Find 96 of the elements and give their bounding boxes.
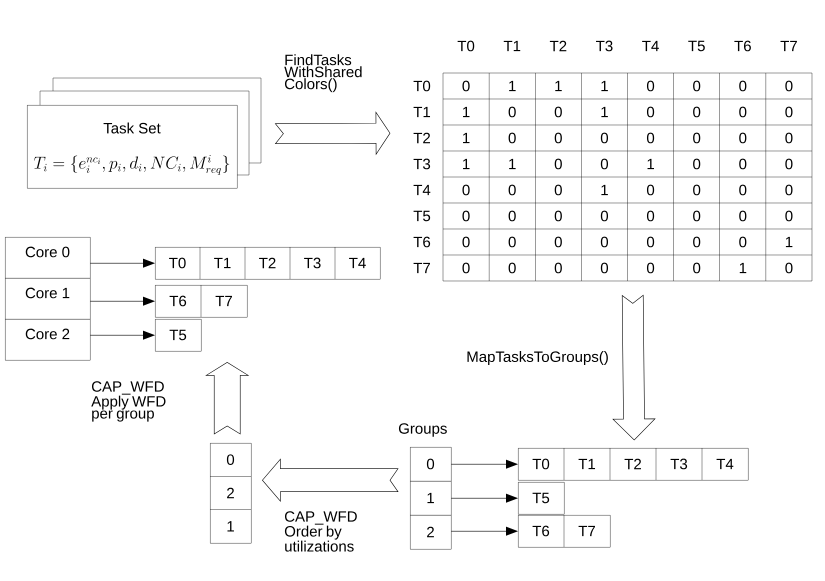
row-header: T7 xyxy=(414,262,430,274)
matrix-cell: 1 xyxy=(601,184,608,196)
group-heading: Groups xyxy=(398,423,447,437)
group-cell: 1 xyxy=(410,481,452,516)
block-arrow xyxy=(612,294,656,440)
matrix-cell: 0 xyxy=(600,236,608,248)
matrix-cell: 0 xyxy=(462,80,470,92)
matrix-cell: 1 xyxy=(463,132,470,144)
matrix-cell: 0 xyxy=(462,262,470,274)
matrix-cell: 1 xyxy=(786,236,792,248)
matrix-cell: 0 xyxy=(693,262,700,274)
matrix-cell: 0 xyxy=(646,132,654,144)
matrix-cell: 0 xyxy=(600,210,608,222)
matrix-cell: 1 xyxy=(555,80,562,92)
matrix-cell: 0 xyxy=(739,106,746,118)
matrix-cell: 0 xyxy=(785,132,793,144)
core-cell: Core 0 xyxy=(5,237,90,278)
matrix-cell: 0 xyxy=(554,210,562,222)
matrix-cell: 0 xyxy=(508,236,516,248)
block-arrow xyxy=(274,111,390,156)
matrix-cell: 0 xyxy=(785,158,793,170)
matrix-cell: 1 xyxy=(463,106,470,118)
matrix-cell: 0 xyxy=(693,80,700,92)
matrix-cell: 0 xyxy=(554,184,562,196)
edge-label: FindTasks WithShared Colors() xyxy=(284,54,362,92)
block-arrow xyxy=(205,362,250,435)
matrix-cell: 0 xyxy=(693,158,700,170)
matrix-cell: 0 xyxy=(646,262,654,274)
matrix-cell: 0 xyxy=(739,80,746,92)
matrix-cell: 0 xyxy=(785,184,793,196)
matrix-cell: 0 xyxy=(462,184,470,196)
group-cell: 0 xyxy=(410,447,452,482)
matrix-cell: 0 xyxy=(785,210,793,222)
matrix-cell: 0 xyxy=(693,236,700,248)
matrix-cell: 0 xyxy=(646,184,654,196)
matrix-cell: 0 xyxy=(600,262,608,274)
column-header: T7 xyxy=(780,40,797,52)
matrix-cell: 0 xyxy=(646,80,654,92)
matrix-cell: 0 xyxy=(508,184,516,196)
matrix-cell: 1 xyxy=(509,80,516,92)
matrix-cell: 0 xyxy=(462,236,470,248)
matrix-cell: 0 xyxy=(693,210,700,222)
edge-label: MapTasksToGroups() xyxy=(467,351,608,365)
group-cell: 2 xyxy=(410,515,452,550)
matrix-cell: 0 xyxy=(508,262,516,274)
core-cell: Core 1 xyxy=(5,278,90,320)
matrix-cell: 0 xyxy=(739,158,746,170)
matrix-cell: 1 xyxy=(509,158,516,170)
matrix-cell: 0 xyxy=(462,210,470,222)
order-list: 0 2 1 xyxy=(210,443,252,544)
matrix-cell: 0 xyxy=(785,106,793,118)
matrix-cell: 0 xyxy=(693,106,700,118)
matrix-cell: 0 xyxy=(739,184,746,196)
matrix-cell: 0 xyxy=(646,106,654,118)
matrix-cell: 0 xyxy=(739,236,746,248)
row-header: T6 xyxy=(414,236,430,248)
matrix-cell: 0 xyxy=(785,80,793,92)
edge-label: CAP_WFD Order by utilizations xyxy=(284,511,357,552)
column-header: T4 xyxy=(642,40,659,52)
matrix-cell: 1 xyxy=(740,262,746,274)
matrix-cell: 0 xyxy=(785,262,793,274)
matrix-cell: 1 xyxy=(648,158,654,170)
matrix-cell: 0 xyxy=(554,132,562,144)
matrix-grid xyxy=(442,72,812,282)
matrix-cell: 0 xyxy=(600,158,608,170)
core-cell: Core 2 xyxy=(5,319,90,360)
matrix-cell: 0 xyxy=(646,210,654,222)
task-row: T5 xyxy=(518,482,564,514)
matrix-cell: 1 xyxy=(463,158,470,170)
matrix-cell: 0 xyxy=(693,184,700,196)
matrix-cell: 0 xyxy=(600,132,608,144)
matrix-cell: 0 xyxy=(508,106,516,118)
matrix-cell: 0 xyxy=(739,132,746,144)
matrix-cell: 0 xyxy=(646,236,654,248)
matrix-cell: 0 xyxy=(554,158,562,170)
matrix-cell: 0 xyxy=(508,210,516,222)
matrix-cell: 1 xyxy=(601,80,608,92)
column-header: T2 xyxy=(550,40,566,52)
matrix-cell: 0 xyxy=(554,262,562,274)
task-row: T5 xyxy=(155,319,202,352)
row-header: T5 xyxy=(414,210,430,222)
matrix-cell: 0 xyxy=(554,236,562,248)
matrix-cell: 0 xyxy=(739,210,746,222)
edge-label: CAP_WFD Apply WFD per group xyxy=(91,381,166,422)
block-arrow xyxy=(262,458,399,502)
column-header: T5 xyxy=(688,40,705,52)
task-set-card: Task Set $T_{i}=\{e_{i}^{nc_{i}}, p_{i}, d_{i}, NC_{i}, M_{req}^{i}\}$ xyxy=(27,78,262,188)
matrix-cell: 1 xyxy=(601,106,608,118)
matrix-cell: 0 xyxy=(508,132,516,144)
column-header: T6 xyxy=(734,40,751,52)
matrix-cell: 0 xyxy=(554,106,562,118)
column-header: T1 xyxy=(504,40,520,52)
column-header: T3 xyxy=(596,40,613,52)
matrix-cell: 0 xyxy=(693,132,700,144)
task-row: T0 T1 T2 T3 T4 xyxy=(155,246,380,280)
column-header: T0 xyxy=(458,40,474,52)
